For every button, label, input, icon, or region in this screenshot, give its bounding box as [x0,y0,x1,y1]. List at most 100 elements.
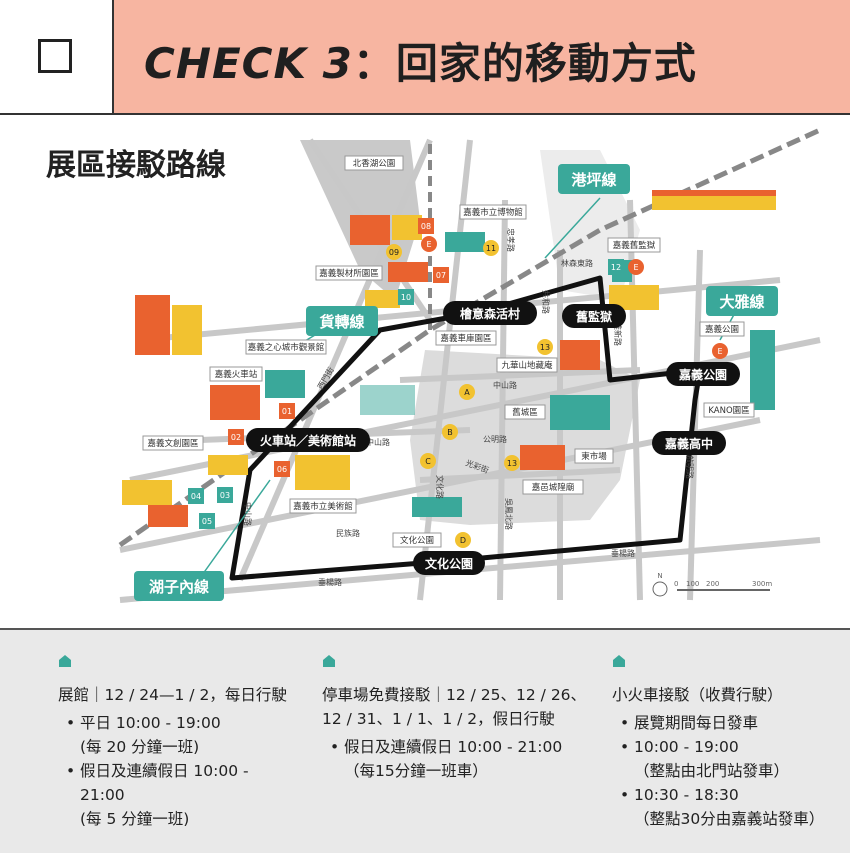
svg-text:啟明路: 啟明路 [685,455,695,479]
col2-sub-holiday: （每15分鐘一班車） [344,762,488,780]
page-title: CHECK 3：回家的移動方式 [144,30,697,91]
svg-text:嘉義文創園區: 嘉義文創園區 [147,438,198,449]
marker-08: 08 [418,218,434,234]
svg-text:共和路: 共和路 [541,290,551,314]
col3-item-daily: 展覽期間每日發車 [620,711,842,735]
svg-text:嘉義之心城市觀景館: 嘉義之心城市觀景館 [248,342,325,353]
svg-text:火車站／美術館站: 火車站／美術館站 [260,433,356,448]
svg-text:嘉義公園: 嘉義公園 [678,367,727,382]
marker-07: 07 [433,267,449,283]
checkbox[interactable] [38,39,72,73]
house-icon [613,655,625,667]
marker-06: 06 [274,461,290,477]
svg-text:05: 05 [202,517,212,526]
svg-text:文化公園: 文化公園 [425,556,473,571]
svg-text:嘉義市立美術館: 嘉義市立美術館 [293,501,353,512]
marker-11: 11 [483,240,499,256]
marker-01: 01 [279,403,295,419]
stop-station: 火車站／美術館站 [246,428,370,452]
svg-text:貨轉線: 貨轉線 [319,313,364,331]
house-icon [59,655,71,667]
svg-text:0: 0 [674,580,678,588]
col1-sub-holiday: (每 5 分鐘一班) [80,810,190,828]
label-prison-museum: 嘉義舊監獄 [607,237,661,253]
svg-text:林森東路: 林森東路 [561,258,593,268]
svg-text:06: 06 [277,465,287,474]
svg-text:嘉邑城隍廟: 嘉邑城隍廟 [532,482,575,493]
svg-text:文化公園: 文化公園 [400,535,434,546]
marker-02: 02 [228,429,244,445]
svg-text:舊城區: 舊城區 [512,407,538,418]
svg-text:垂楊路: 垂楊路 [611,548,635,558]
stop-highschool: 嘉義高中 [652,431,726,455]
svg-text:E: E [633,263,638,272]
svg-text:100: 100 [686,580,699,588]
route-huzinei-label: 湖子內線 [134,571,224,601]
svg-text:檜意森活村: 檜意森活村 [460,306,520,321]
svg-text:文化路: 文化路 [435,475,445,499]
stop-park: 嘉義公園 [666,362,740,386]
svg-text:01: 01 [282,407,292,416]
svg-text:E: E [426,240,431,249]
col3-list: 展覽期間每日發車 10:00 - 19:00 （整點由北門站發車） 10:30 … [612,711,842,831]
svg-text:中山路: 中山路 [493,380,517,390]
label-east-market: 東市場 [574,448,614,464]
svg-text:嘉義火車站: 嘉義火車站 [215,369,258,380]
route-main [229,275,703,581]
shuttle-map: 01 02 03 04 05 06 07 08 09 10 11 12 13 1… [118,127,822,603]
svg-text:嘉義製材所園區: 嘉義製材所園區 [319,268,379,279]
svg-text:吳鳳北路: 吳鳳北路 [504,498,514,530]
svg-text:11: 11 [486,244,496,253]
svg-text:嘉義舊監獄: 嘉義舊監獄 [613,240,656,251]
svg-text:嘉義高中: 嘉義高中 [664,436,713,451]
col3-heading: 小火車接駁（收費行駛） [612,686,783,704]
place-markers: 01 02 03 04 05 06 07 08 09 10 11 12 13 1… [188,218,728,548]
route-huozhuan-label: 貨轉線 [306,306,378,336]
col2-item-holiday: 假日及連續假日 10:00 - 21:00 [330,735,592,759]
label-city-center: 嘉義之心城市觀景館 [245,339,327,355]
svg-text:12: 12 [611,263,621,272]
svg-text:04: 04 [191,492,201,501]
svg-text:B: B [447,428,453,437]
svg-text:中山路: 中山路 [243,502,253,526]
svg-text:300m: 300m [752,580,772,588]
marker-A: A [459,384,475,400]
svg-text:13: 13 [540,343,550,352]
route-labels-teal: 港坪線 大雅線 貨轉線 湖子內線 [134,164,778,601]
col3-sub-time2: （整點30分由嘉義站發車） [634,810,825,828]
stop-labels: 檜意森活村 舊監獄 嘉義公園 嘉義高中 火車站／美術館站 文化公園 [246,301,740,575]
info-col-parking: 停車場免費接駁｜12 / 25、12 / 26、 12 / 31、1 / 1、1… [322,654,592,783]
svg-text:中山路: 中山路 [366,437,390,447]
marker-E2: E [628,259,644,275]
svg-text:13: 13 [507,459,517,468]
title-rest: ：回家的移動方式 [352,39,697,88]
svg-text:10: 10 [401,293,411,302]
stop-culture: 文化公園 [413,551,485,575]
svg-text:維新路: 維新路 [613,322,623,346]
label-jiayi-park: 嘉義公園 [699,321,745,337]
label-museum: 嘉義市立博物館 [459,204,527,220]
marker-13a: 13 [537,339,553,355]
col1-heading: 展館｜12 / 24—1 / 2，每日行駛 [58,686,287,704]
info-col-train: 小火車接駁（收費行駛） 展覽期間每日發車 10:00 - 19:00 （整點由北… [612,654,842,831]
label-wenchuang: 嘉義文創園區 [142,435,204,451]
route-daya-label: 大雅線 [706,286,778,316]
svg-text:舊監獄: 舊監獄 [576,309,612,324]
label-kano: KANO園區 [703,402,755,418]
label-jiayi-station: 嘉義火車站 [209,366,263,382]
label-jiuhua: 九華山地藏庵 [496,357,558,373]
svg-text:嘉義市立博物館: 嘉義市立博物館 [463,207,523,218]
svg-text:民族路: 民族路 [336,528,360,538]
svg-text:C: C [425,457,431,466]
map-title: 展區接駁路線 [46,148,226,183]
label-art-museum: 嘉義市立美術館 [289,498,357,514]
scale-bar: N 0 100 200 300m [652,572,772,597]
marker-E1: E [421,236,437,252]
svg-text:忠孝路: 忠孝路 [506,228,516,252]
header: CHECK 3：回家的移動方式 [0,0,850,115]
col3-item-time1: 10:00 - 19:00 [620,735,842,759]
label-old-city: 舊城區 [504,404,546,420]
svg-text:N: N [657,572,662,580]
svg-text:北香湖公園: 北香湖公園 [353,158,396,169]
checkbox-cell [0,0,114,113]
